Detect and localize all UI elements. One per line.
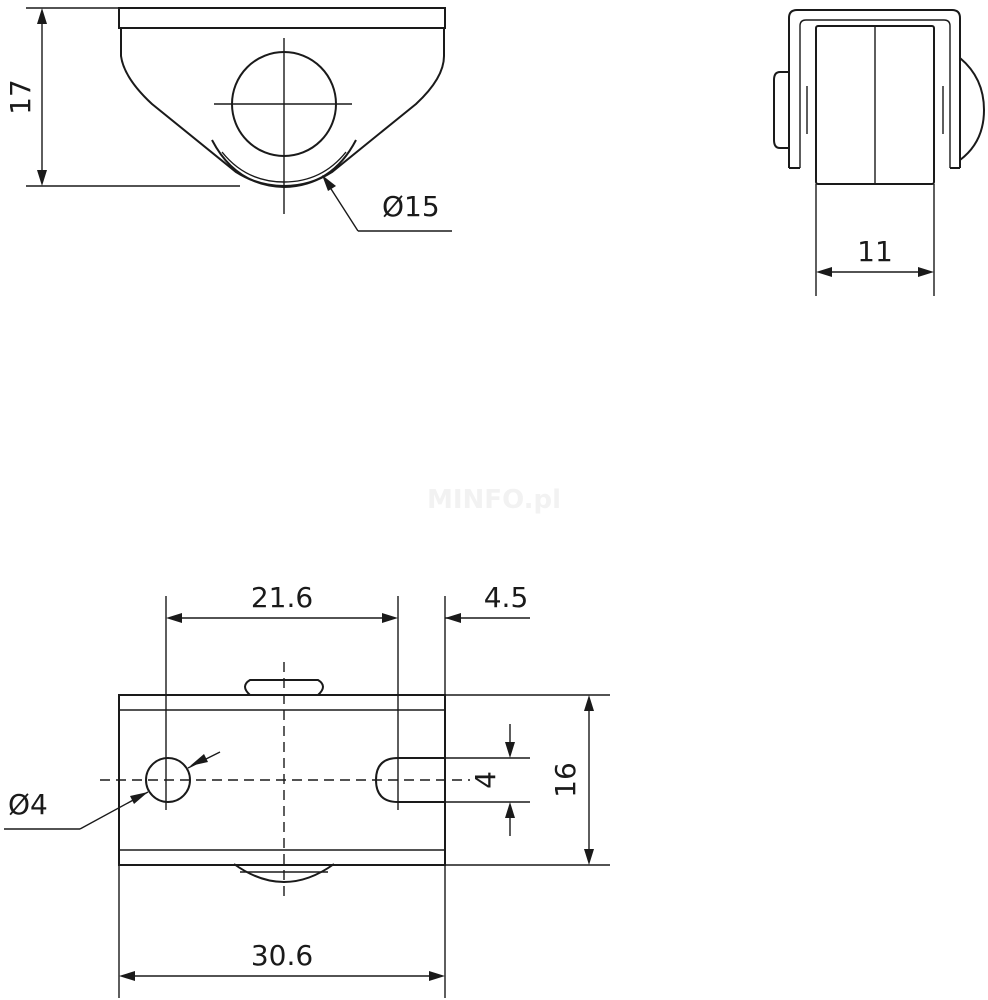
dim-4-5-label: 4.5: [484, 581, 529, 614]
dim-d4-label: Ø4: [8, 788, 48, 821]
dim-16-arrow-bottom: [584, 849, 594, 865]
dim-4-5-arrow: [445, 613, 461, 623]
dim-30-6-label: 30.6: [251, 939, 313, 972]
top-wheel-tab-bottom: [233, 863, 335, 883]
front-axle-head-right: [959, 57, 986, 161]
dim-d4-arrow-outer: [190, 754, 208, 766]
dim-21-6-arrow-right: [382, 613, 398, 623]
dim-17-arrow-top: [37, 8, 47, 24]
dim-16-arrow-top: [584, 695, 594, 711]
watermark: MINFO.pl: [427, 485, 561, 515]
dim-17-label: 17: [4, 79, 37, 115]
dim-21-6-label: 21.6: [251, 581, 313, 614]
top-view: 21.6 4.5 Ø4 4 16 30.6: [4, 581, 610, 998]
side-mount-plate: [118, 7, 446, 29]
dim-4-arrow-top: [505, 742, 515, 758]
dim-d4-arrow-inner: [130, 792, 148, 804]
dim-21-6-arrow-left: [166, 613, 182, 623]
dim-30-6-arrow-right: [429, 971, 445, 981]
dim-30-6-arrow-left: [119, 971, 135, 981]
dim-d15-label: Ø15: [382, 190, 440, 223]
dim-d15-arrow: [322, 175, 336, 191]
dim-11-arrow-left: [816, 267, 832, 277]
dim-11-label: 11: [857, 235, 893, 268]
dim-4-label: 4: [469, 771, 502, 789]
dim-4-arrow-bottom: [505, 802, 515, 818]
front-bracket-inner: [799, 19, 951, 168]
front-axle-head-left: [773, 71, 789, 149]
front-view: 11: [773, 9, 986, 296]
side-view: 17 Ø15: [4, 7, 452, 232]
dim-11-arrow-right: [918, 267, 934, 277]
dim-17-arrow-bottom: [37, 170, 47, 186]
dim-16-label: 16: [549, 762, 582, 798]
front-bracket-outer: [788, 9, 961, 168]
